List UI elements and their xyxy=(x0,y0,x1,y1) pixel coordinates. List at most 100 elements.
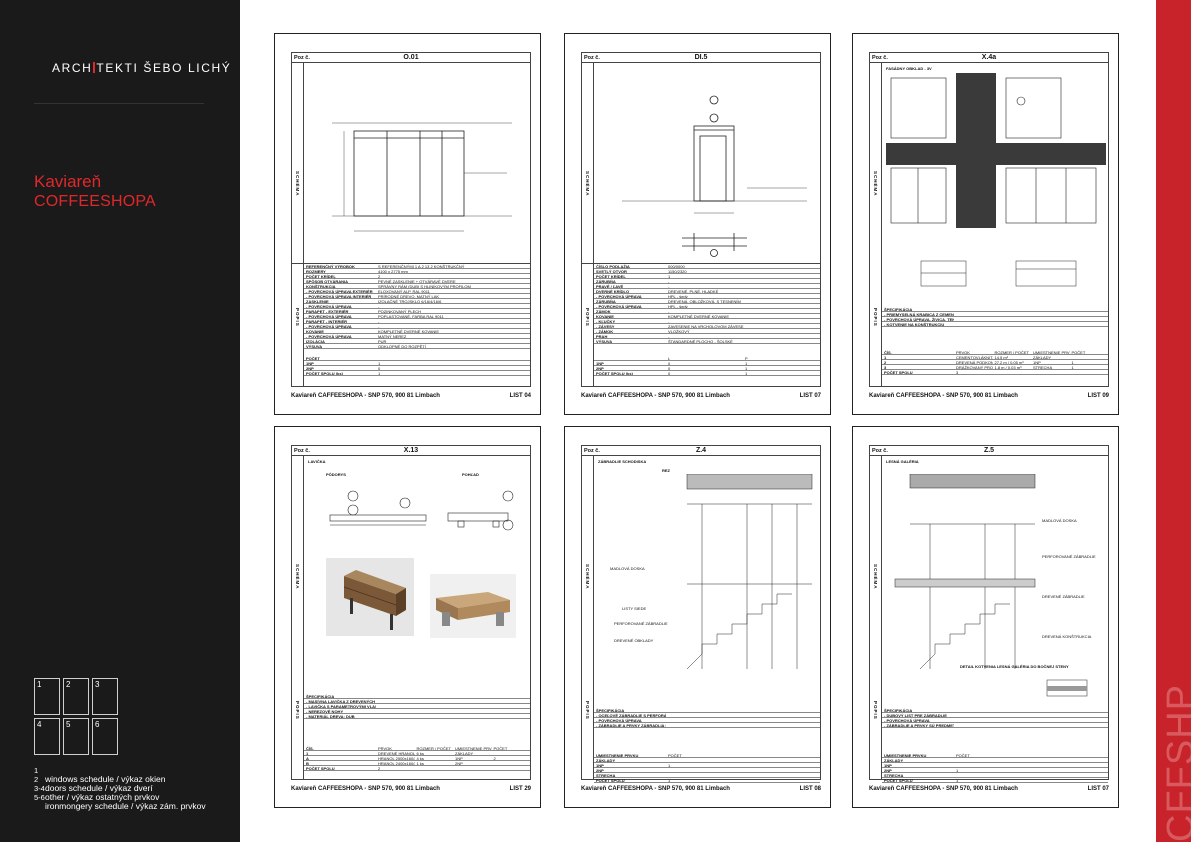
sheet-code: X.4a xyxy=(981,54,997,61)
table-cell: DREVENÁ, OBLOŽKOVÁ, S TESNENÍM xyxy=(668,299,741,303)
table-cell: CEMENTOVLÁKNITÁ DOSKA xyxy=(956,355,993,359)
table-row: - NEREZOVÉ NOHY xyxy=(304,709,530,714)
position-label: Poz č. xyxy=(294,55,310,61)
table-cell: MATNÝ NEREZ xyxy=(378,334,407,338)
legend-item: ironmongery schedule / výkaz zám. prvkov xyxy=(34,802,206,811)
table-cell: - KOTVENIE NA KONŠTRUKCIU xyxy=(884,322,945,326)
table-cell: ZASKLENIE xyxy=(306,299,329,303)
legend-num: 1 xyxy=(34,766,39,775)
table-header-cell: POČET xyxy=(1071,350,1086,354)
table-row: - MASÍVNA LAVIČKA Z DREVENÝCH HRANOLOV xyxy=(304,699,530,704)
popis-label: POPIS xyxy=(873,308,878,327)
legend-num: 5-6 xyxy=(34,793,45,802)
table-cell xyxy=(376,356,530,360)
grid-cell-number: 3 xyxy=(95,680,100,689)
table-cell: - xyxy=(668,319,670,323)
table-cell: 1 xyxy=(884,355,887,359)
table-cell xyxy=(954,763,1108,767)
table-cell: - POVRCHOVÁ ÚPRAVA xyxy=(596,304,642,308)
sheet-x4a[interactable]: Poz č. X.4a SCHÉMA POPIS FASÁDNY OBKLAD … xyxy=(852,33,1119,415)
table-cell: ŠPECIFIKÁCIA xyxy=(596,708,625,712)
table-row: ZÁMOK- xyxy=(594,309,820,314)
sheet-header: Poz č. Z.5 xyxy=(870,446,1108,456)
table-cell: DVERNÉ KRÍDLO xyxy=(596,289,630,293)
table-cell: 4100 x 2775 mm xyxy=(378,269,408,273)
table-cell: - xyxy=(378,324,380,328)
detail-caption: DETAIL KOTVENIA LESNÁ GALÉRIA DO BOČNEJ … xyxy=(960,664,1069,669)
table-cell xyxy=(954,718,1108,722)
sheet-side-labels: SCHÉMA POPIS xyxy=(582,63,594,386)
vertical-brand-text: CFFSHP xyxy=(1160,684,1191,842)
section-label: REZ xyxy=(662,468,670,473)
popis-label: POPIS xyxy=(295,308,300,327)
table-cell: POČET SPOLU xyxy=(306,766,335,770)
table-cell: POPLASTOVANÉ, FARBA RAL 9011 xyxy=(378,314,444,318)
table-cell: - ZÁMOK xyxy=(596,329,614,333)
table-cell: - POVRCHOVÁ ÚPRAVA xyxy=(306,334,352,338)
table-cell: 1150/2320 xyxy=(668,269,687,273)
sheet-side-labels: SCHÉMA POPIS xyxy=(870,456,882,779)
sheet-z5[interactable]: Poz č. Z.5 SCHÉMA POPIS LESNÁ GALÉRIA MA… xyxy=(852,426,1119,808)
table-cell: KOMPLETNÉ DVERNÉ KOVANIE xyxy=(668,314,730,318)
spec-notes: ŠPECIFIKÁCIA- PRIEMYSELNÁ KRABICA Z CEME… xyxy=(882,307,1108,327)
table-cell: - POVRCHOVÁ ÚPRAVA xyxy=(596,718,642,722)
sheet-o01[interactable]: Poz č. O.01 SCHÉMA POPIS REFERENČNÝ VÝRO… xyxy=(274,33,541,415)
table-cell: IZOLÁCIA xyxy=(306,339,325,343)
page-thumbnail-grid: 1 2 3 4 5 6 xyxy=(34,678,120,756)
table-cell: A xyxy=(306,756,309,760)
table-cell: REFERENČNÝ VÝROBOK xyxy=(306,264,355,268)
table-row: - OCEĽOVÉ ZÁBRADLIE S PERFORÁCIOU xyxy=(594,713,820,718)
table-cell: 0 xyxy=(668,361,671,365)
table-cell: ZÁRUBŇA xyxy=(596,279,616,283)
schema-label: SCHÉMA xyxy=(295,564,300,590)
table-header-cell: PRVOK xyxy=(378,746,392,750)
position-label: Poz č. xyxy=(294,448,310,454)
table-cell: 1NP xyxy=(1033,360,1041,364)
grid-cell-number: 4 xyxy=(37,720,42,729)
table-cell: - xyxy=(378,319,380,323)
table-cell: 27,2 m / 0,05 m³ xyxy=(994,360,1024,364)
schema-label: SCHÉMA xyxy=(585,171,590,197)
schema-label: SCHÉMA xyxy=(585,564,590,590)
table-cell: - ZÁBRADLIE A PRVKY SÚ PREDMETOM ŠPECIFI… xyxy=(884,723,954,727)
sheet-di5[interactable]: Poz č. DI.5 SCHÉMA POPIS xyxy=(564,33,831,415)
table-header-cell: ČÍS. xyxy=(884,350,892,354)
sheet-z4[interactable]: Poz č. Z.4 SCHÉMA POPIS ZÁBRADLIE SCHODI… xyxy=(564,426,831,808)
popis-label: POPIS xyxy=(585,308,590,327)
table-row: POČET SPOLU (ks)1 xyxy=(304,371,530,376)
footer-address: Kaviareň CAFFEESHOPA - SNP 570, 900 81 L… xyxy=(869,786,1018,792)
sheet-x13[interactable]: Poz č. X.13 SCHÉMA POPIS LAVIČKA PÔDORYS… xyxy=(274,426,541,808)
table-cell: DREVENÉ, PLNÉ, HLADKÉ xyxy=(668,289,719,293)
footer-address: Kaviareň CAFFEESHOPA - SNP 570, 900 81 L… xyxy=(869,393,1018,399)
table-cell: STRECHA xyxy=(1033,365,1053,369)
table-cell: POČET KRÍDEL xyxy=(596,274,626,278)
table-cell: HRANOL 2400x160/200 xyxy=(378,761,415,765)
bench-photo-1 xyxy=(326,558,414,636)
table-cell: - xyxy=(668,334,670,338)
table-cell xyxy=(492,751,531,755)
legend-text: ironmongery schedule / výkaz zám. prvkov xyxy=(45,801,206,811)
sheet-header: Poz č. X.4a xyxy=(870,53,1108,63)
table-cell: - POVRCHOVÁ ÚPRAVA xyxy=(884,718,930,722)
table-cell: - MATERIÁL DREVA: DUB xyxy=(306,714,355,718)
table-row: - POVRCHOVÁ ÚPRAVA MATNÝ NEREZ xyxy=(304,334,530,339)
footer-sheet-number: LIST 08 xyxy=(799,786,821,792)
bench-drawings xyxy=(329,490,514,531)
sheet-side-labels: SCHÉMA POPIS xyxy=(582,456,594,779)
table-row: - KOTVENIE NA KONŠTRUKCIU xyxy=(882,322,1108,327)
annotation: MADLOVÁ DOSKA xyxy=(1042,518,1077,523)
